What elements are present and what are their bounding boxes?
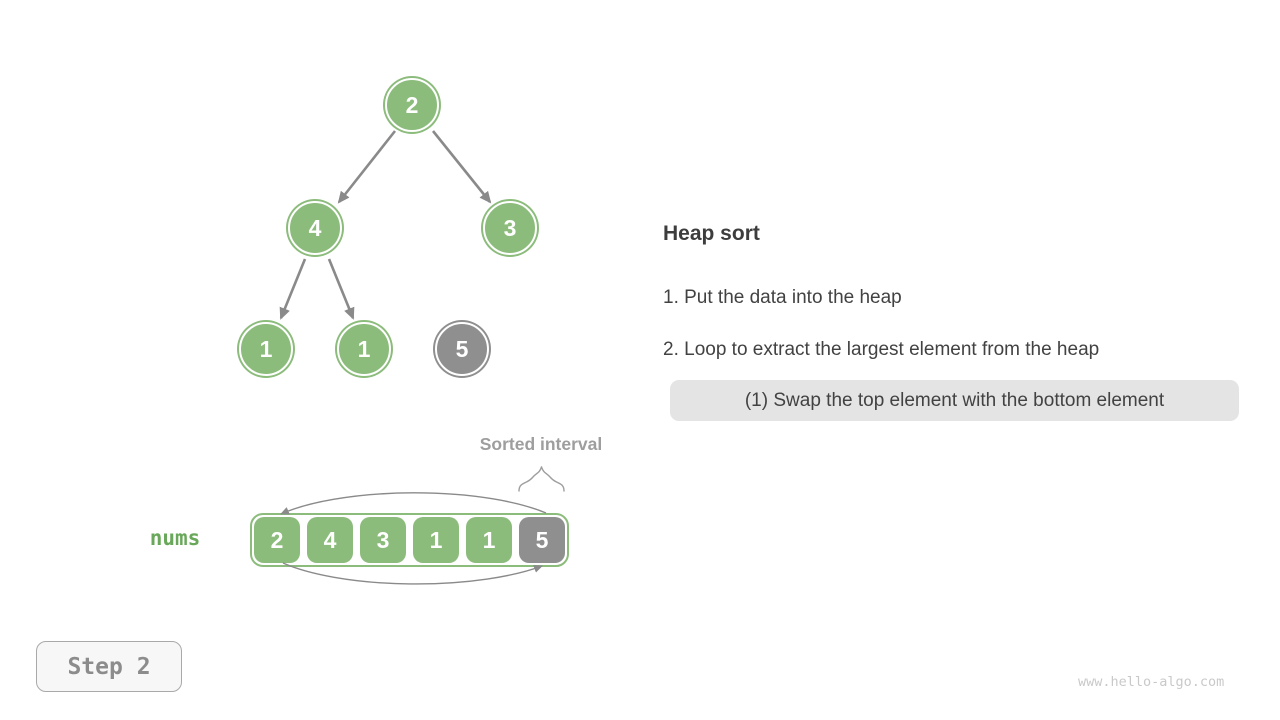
tree-node: 1 [239, 322, 293, 376]
sorted-interval-label: Sorted interval [479, 434, 603, 454]
array-name-label: nums [149, 526, 201, 550]
tree-node: 4 [288, 201, 342, 255]
array-cell: 1 [466, 517, 512, 563]
step-badge: Step 2 [36, 641, 182, 692]
tree-node-root: 2 [385, 78, 439, 132]
tree-node: 3 [483, 201, 537, 255]
step-item-2: 2. Loop to extract the largest element f… [663, 339, 1100, 360]
array-cell: 2 [254, 517, 300, 563]
tree-node: 1 [337, 322, 391, 376]
step-item-1: 1. Put the data into the heap [663, 287, 902, 308]
watermark: www.hello-algo.com [1078, 674, 1225, 690]
nums-array: 2 4 3 1 1 5 [250, 513, 569, 567]
current-substep-badge: (1) Swap the top element with the bottom… [670, 380, 1239, 421]
array-cell-sorted: 5 [519, 517, 565, 563]
array-cell: 1 [413, 517, 459, 563]
edge-left-left [279, 258, 307, 320]
array-cell: 3 [360, 517, 406, 563]
tree-node-sorted: 5 [435, 322, 489, 376]
page-title: Heap sort [663, 222, 760, 245]
edge-root-right [431, 130, 492, 204]
edge-left-right [327, 258, 355, 320]
swap-arrow-top [280, 492, 547, 515]
edge-root-left [337, 130, 397, 204]
array-cell: 4 [307, 517, 353, 563]
